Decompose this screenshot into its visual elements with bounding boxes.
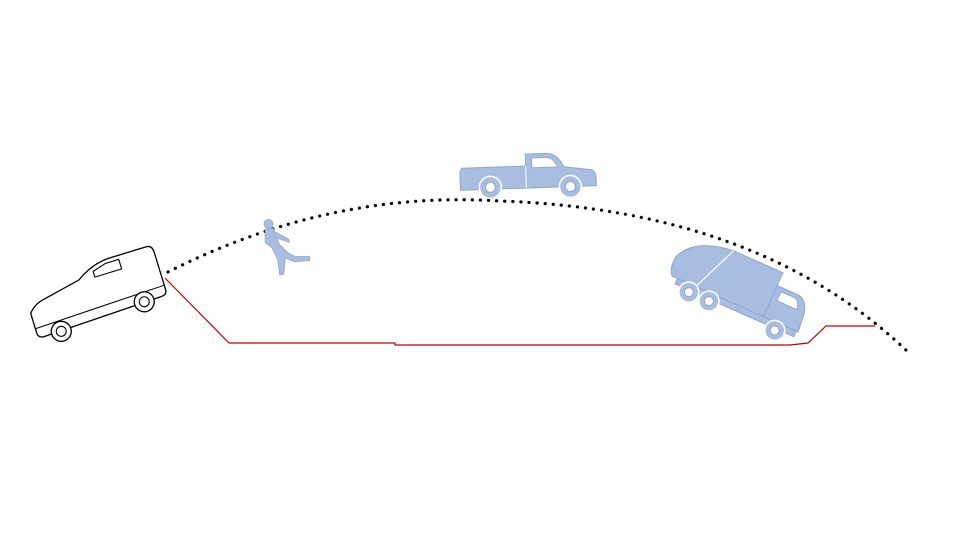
van-outline-icon <box>30 245 167 342</box>
ground-path-line <box>164 277 875 346</box>
walking-person-icon <box>263 219 311 276</box>
trajectory-arc <box>166 198 910 354</box>
garbage-truck-icon <box>670 245 806 342</box>
pickup-truck-icon <box>459 152 597 200</box>
